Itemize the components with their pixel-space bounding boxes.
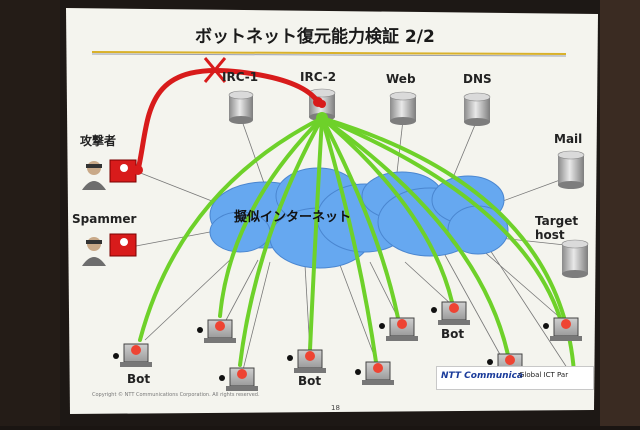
bot-computer-icon <box>379 317 418 341</box>
page-number: 18 <box>331 404 340 412</box>
label-web: Web <box>386 72 416 86</box>
label-mail: Mail <box>554 132 583 146</box>
bot-links <box>138 116 576 374</box>
bot-computer-icon <box>287 349 326 373</box>
copyright-footer: Copyright © NTT Communications Corporati… <box>92 392 260 398</box>
slide-title: ボットネット復元能力検証 2/2 <box>195 27 435 47</box>
bot-group <box>113 301 590 391</box>
server-irc1 <box>228 90 254 124</box>
label-irc2: IRC-2 <box>300 70 337 84</box>
label-dns: DNS <box>463 72 492 86</box>
logo-text-left: NTT Communica <box>441 371 524 381</box>
label-bot: Bot <box>127 372 151 386</box>
blocked-cross-icon <box>203 57 227 83</box>
server-web <box>389 91 417 125</box>
spammer-icon <box>82 233 137 266</box>
bot-computer-icon <box>113 343 152 367</box>
label-irc1: IRC-1 <box>222 70 259 84</box>
title-underline <box>91 51 567 55</box>
bot-computer-icon <box>219 367 258 391</box>
label-spammer: Spammer <box>72 212 137 226</box>
bot-computer-icon <box>431 301 470 325</box>
label-bot: Bot <box>441 327 465 341</box>
ntt-logo: NTT Communica Global ICT Par <box>436 366 594 390</box>
bot-computer-icon <box>355 361 394 385</box>
bot-computer-icon <box>543 317 582 341</box>
server-dns <box>463 92 491 126</box>
attacker-icon <box>82 159 137 190</box>
bot-computer-icon <box>197 319 236 343</box>
label-target-host: Target host <box>535 214 579 242</box>
label-bot: Bot <box>298 374 322 388</box>
server-mail <box>557 150 585 189</box>
cloud-label: 擬似インターネット <box>234 210 352 225</box>
logo-text-right: Global ICT Par <box>519 371 569 379</box>
label-attacker: 攻撃者 <box>80 134 117 148</box>
server-target-host <box>561 239 589 278</box>
